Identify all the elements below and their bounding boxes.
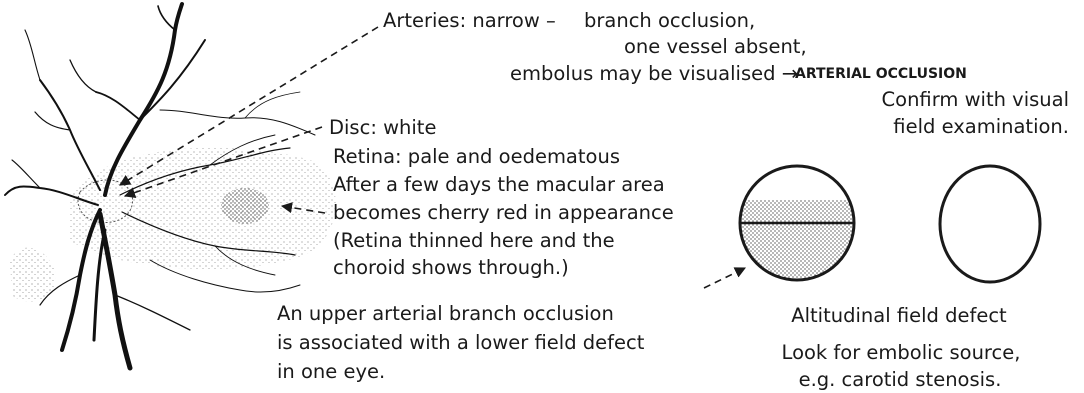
arteries-embolus: embolus may be visualised → (510, 64, 798, 84)
branch-note-line-1: An upper arterial branch occlusion (277, 304, 614, 324)
disc-line-3: After a few days the macular area (333, 175, 665, 195)
embolic-source-line-1: Look for embolic source, (782, 343, 1021, 363)
disc-line-1: Disc: white (329, 118, 436, 138)
confirm-line-2: field examination. (893, 117, 1069, 137)
visual-fields (740, 166, 1040, 282)
macula (186, 157, 310, 253)
disc-line-4: becomes cherry red in appearance (333, 203, 674, 223)
field-defect-pointer (704, 268, 745, 288)
left-eye-field (740, 166, 854, 280)
field-defect-caption: Altitudinal field defect (791, 306, 1006, 326)
embolic-source-line-2: e.g. carotid stenosis. (799, 370, 1002, 390)
branch-note-line-2: is associated with a lower field defect (277, 333, 644, 353)
arterial-occlusion-tag: ARTERIAL OCCLUSION (795, 67, 967, 81)
branch-note-line-3: in one eye. (277, 362, 385, 382)
confirm-line-1: Confirm with visual (882, 90, 1069, 110)
disc-line-6: choroid shows through.) (333, 258, 569, 278)
disc-line-5: (Retina thinned here and the (333, 231, 615, 251)
arteries-branch-occlusion: branch occlusion, (584, 11, 755, 31)
disc-line-2: Retina: pale and oedematous (333, 147, 620, 167)
arteries-label: Arteries: narrow – (383, 11, 556, 31)
arteries-vessel-absent: one vessel absent, (624, 37, 807, 57)
right-eye-field (940, 166, 1040, 282)
